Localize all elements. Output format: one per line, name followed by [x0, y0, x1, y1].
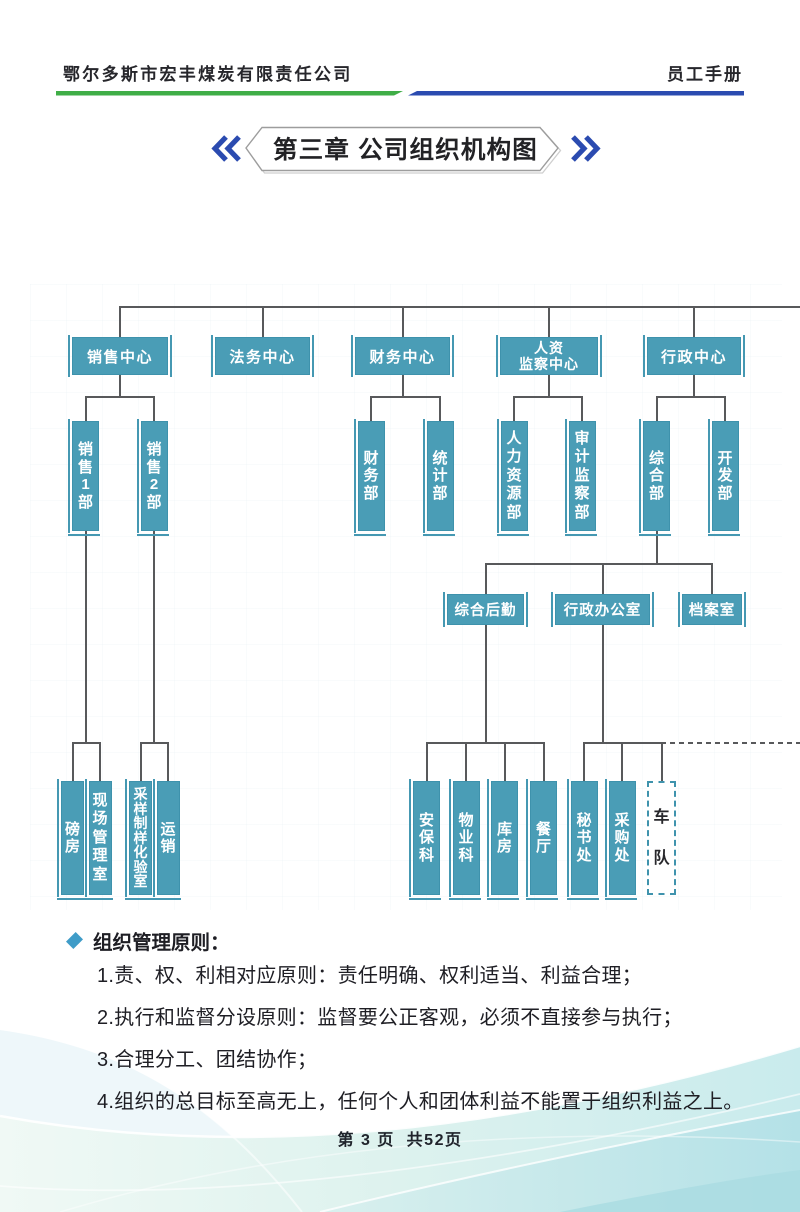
connector-line: [484, 564, 487, 595]
org-node-canteen: 餐 厅: [526, 779, 558, 900]
header-rule-blue: [408, 91, 744, 96]
connector-line: [548, 375, 550, 397]
org-node-admin-center: 行政中心: [643, 335, 745, 377]
principle-item: 4.组织的总目标至高无上，任何个人和团体利益不能置于组织利益之上。: [97, 1091, 744, 1113]
diamond-bullet-icon: [65, 931, 84, 950]
connector-line: [153, 397, 155, 422]
company-name: 鄂尔多斯市宏丰煤炭有限责任公司: [63, 65, 353, 84]
handbook-title: 员工手册: [667, 65, 743, 84]
org-node-label: 人资: [534, 339, 564, 356]
org-node-finance-center: 财务中心: [351, 335, 454, 377]
org-node-weighbridge-room: 磅 房: [57, 779, 85, 900]
org-node-procurement-office: 采 购 处: [604, 779, 637, 900]
connector-line: [655, 531, 658, 564]
principles-heading-row: 组织管理原则：: [65, 926, 230, 955]
connector-line: [261, 307, 264, 338]
connector-line: [119, 375, 121, 397]
connector-line: [513, 396, 583, 398]
connector-line: [601, 564, 604, 595]
principles-heading: 组织管理原则：: [93, 932, 230, 954]
connector-line: [542, 743, 545, 782]
connector-line: [71, 743, 74, 782]
connector-line: [84, 531, 87, 743]
connector-line: [581, 397, 583, 422]
org-node-site-management-room: 现 场 管 理 室: [84, 779, 113, 900]
connector-line: [139, 742, 169, 744]
principle-item: 2.执行和监督分设原则：监督要公正客观，必须不直接参与执行；: [97, 1007, 683, 1029]
org-node-label: 监察中心: [519, 356, 579, 372]
org-node-motorcade: 车 队: [647, 781, 676, 895]
connector-line: [119, 306, 800, 308]
header-rule-green: [56, 91, 403, 96]
connector-line: [484, 625, 487, 743]
connector-line: [84, 397, 87, 422]
org-node-development-dept: 开 发 部: [707, 419, 740, 536]
principle-item: 3.合理分工、团结协作；: [97, 1049, 318, 1071]
chevron-left-icon: [211, 135, 241, 162]
connector-line: [167, 743, 169, 782]
chapter-title: 第三章 公司组织机构图: [272, 137, 538, 164]
connector-line: [401, 375, 404, 397]
connector-line: [601, 625, 604, 743]
connector-line: [401, 307, 404, 338]
org-node-audit-supervision-dept: 审 计 监 察 部: [564, 419, 597, 536]
org-node-admin-office: 行政办公室: [551, 592, 654, 627]
page-number: 第 3 页 共52页: [337, 1132, 463, 1149]
connector-line: [513, 397, 515, 422]
connector-line: [84, 396, 155, 398]
org-node-sampling-lab-room: 采 样 制 样 化 验 室: [125, 779, 153, 900]
connector-line: [465, 743, 467, 782]
connector-line: [693, 307, 695, 338]
connector-line: [548, 307, 550, 338]
connector-line: [655, 396, 726, 398]
connector-line: [370, 396, 441, 398]
connector-line: [711, 564, 713, 595]
banner-hexagon: [211, 126, 601, 174]
connector-line: [370, 397, 372, 422]
connector-line: [425, 743, 428, 782]
org-node-archives-room: 档案室: [678, 592, 746, 627]
connector-line: [425, 742, 545, 744]
org-node-finance-dept: 财 务 部: [353, 419, 386, 536]
org-node-warehouse: 库 房: [487, 779, 519, 900]
org-node-statistics-dept: 统 计 部: [422, 419, 455, 536]
principle-item: 1.责、权、利相对应原则：责任明确、权利适当、利益合理；: [97, 965, 643, 987]
connector-line: [693, 375, 695, 397]
connector-line: [660, 743, 663, 782]
org-node-sales-dept-2: 销 售 2 部: [136, 419, 169, 536]
connector-line: [71, 742, 101, 744]
org-node-legal-center: 法务中心: [211, 335, 314, 377]
connector-line: [139, 743, 142, 782]
org-node-security-section: 安 保 科: [409, 779, 441, 900]
org-node-general-logistics: 综合后勤: [443, 592, 528, 627]
dashed-connector-line: [661, 742, 800, 744]
org-node-sales-dept-1: 销 售 1 部: [68, 419, 100, 536]
org-node-property-section: 物 业 科: [448, 779, 481, 900]
connector-line: [621, 743, 623, 782]
connector-line: [655, 397, 658, 422]
connector-line: [503, 743, 506, 782]
org-node-transport-sales: 运 销: [152, 779, 181, 900]
connector-line: [484, 563, 713, 565]
org-node-sales-center: 销售中心: [68, 335, 172, 377]
org-node-general-dept: 综 合 部: [639, 419, 671, 536]
connector-line: [119, 307, 121, 338]
connector-line: [583, 743, 585, 782]
connector-line: [724, 397, 726, 422]
org-node-hr-supervision-center: 人资 监察中心: [496, 335, 602, 377]
chevron-right-icon: [571, 135, 601, 162]
org-node-secretary-office: 秘 书 处: [566, 779, 599, 900]
connector-line: [439, 397, 441, 422]
connector-line: [99, 743, 101, 782]
org-node-human-resources-dept: 人 力 资 源 部: [496, 419, 529, 536]
connector-line: [153, 531, 155, 743]
